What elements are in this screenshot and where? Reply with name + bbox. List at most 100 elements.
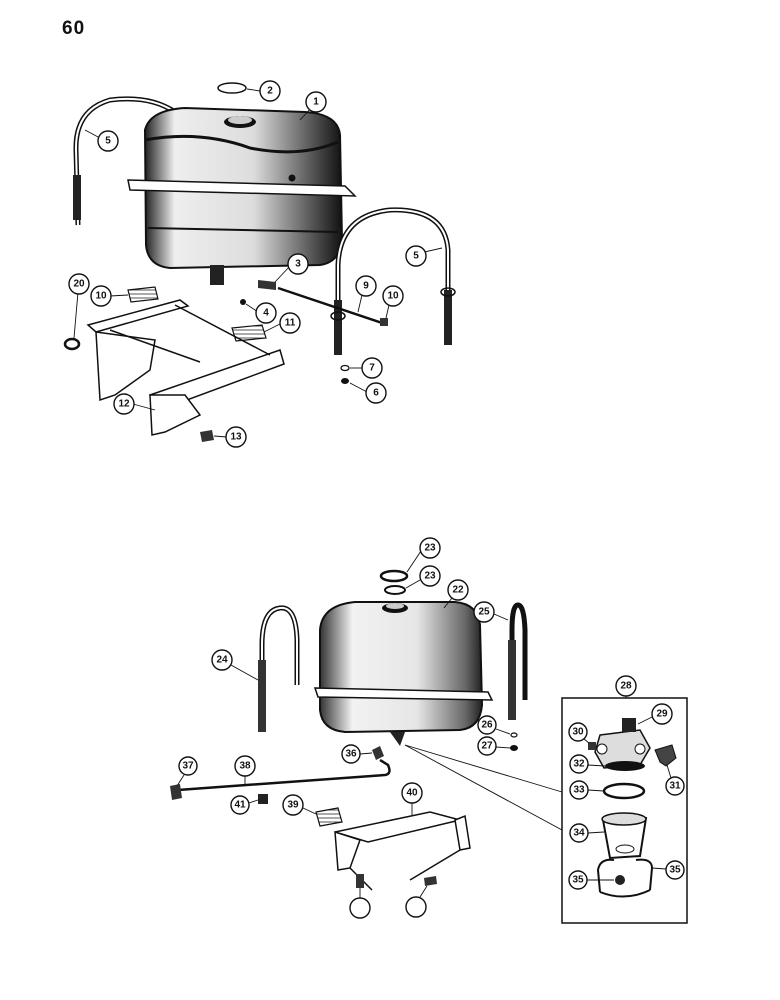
callout-20: 22 bbox=[447, 579, 469, 601]
svg-text:28: 28 bbox=[620, 681, 632, 692]
callout-37: 39 bbox=[282, 794, 304, 816]
callout-26: 28 bbox=[615, 675, 637, 697]
bolt-40 bbox=[356, 874, 364, 888]
svg-text:41: 41 bbox=[234, 800, 246, 811]
gasket-30 bbox=[605, 761, 645, 771]
svg-text:2: 2 bbox=[267, 86, 273, 97]
nut-33 bbox=[615, 875, 625, 885]
sediment-bowl-32 bbox=[601, 812, 648, 860]
pad-37 bbox=[315, 807, 343, 827]
page-number: 60 bbox=[62, 18, 86, 39]
elbow-fitting-35-lower bbox=[170, 784, 182, 800]
callout-41: 41 bbox=[230, 795, 250, 815]
washer-24 bbox=[510, 732, 518, 738]
callout-35-upper: 36 bbox=[341, 744, 361, 764]
callout-10-top: 10 bbox=[90, 285, 112, 307]
callout-4: 4 bbox=[255, 302, 277, 324]
callout-28: 30 bbox=[568, 722, 588, 742]
svg-text:12: 12 bbox=[118, 399, 130, 410]
support-frame-38 bbox=[334, 811, 471, 891]
fuel-cap-2 bbox=[217, 82, 247, 94]
callout-35-lower: 37 bbox=[178, 756, 198, 776]
callout-6: 6 bbox=[365, 382, 387, 404]
svg-text:24: 24 bbox=[216, 655, 228, 666]
svg-text:22: 22 bbox=[452, 585, 464, 596]
fuel-line-36 bbox=[177, 758, 391, 792]
svg-text:26: 26 bbox=[481, 720, 493, 731]
svg-text:32: 32 bbox=[573, 759, 585, 770]
svg-text:38: 38 bbox=[239, 761, 251, 772]
svg-text:23: 23 bbox=[424, 571, 436, 582]
callout-5-right: 5 bbox=[405, 245, 427, 267]
svg-text:40: 40 bbox=[406, 788, 418, 799]
callout-34: 35 bbox=[665, 860, 685, 880]
washer-7 bbox=[340, 364, 350, 372]
svg-text:35: 35 bbox=[669, 865, 681, 876]
nut-9 bbox=[380, 318, 388, 326]
svg-text:33: 33 bbox=[573, 785, 585, 796]
thumbscrew-29 bbox=[654, 744, 677, 767]
callout-9: 10 bbox=[382, 285, 404, 307]
callout-32: 34 bbox=[569, 823, 589, 843]
callout-22: 23 bbox=[419, 565, 441, 587]
fitting-3 bbox=[258, 280, 276, 290]
callout-25: 27 bbox=[477, 736, 497, 756]
gasket-31 bbox=[602, 782, 646, 800]
svg-text:5: 5 bbox=[105, 136, 111, 147]
callout-1: 1 bbox=[305, 91, 327, 113]
callout-21: 23 bbox=[419, 537, 441, 559]
svg-text:13: 13 bbox=[230, 432, 242, 443]
bolt-39 bbox=[424, 876, 437, 886]
strap-rod-8 bbox=[277, 286, 383, 325]
nut-25 bbox=[510, 745, 518, 751]
svg-text:34: 34 bbox=[573, 828, 585, 839]
lower-tank-assembly bbox=[170, 569, 688, 924]
callout-31: 33 bbox=[569, 780, 589, 800]
svg-text:36: 36 bbox=[345, 749, 357, 760]
bolt-4 bbox=[240, 299, 246, 305]
svg-text:10: 10 bbox=[387, 291, 399, 302]
tank-strap-right bbox=[330, 207, 456, 355]
svg-text:29: 29 bbox=[656, 709, 668, 720]
svg-text:4: 4 bbox=[263, 308, 269, 319]
callout-13: 20 bbox=[68, 273, 90, 295]
svg-text:1: 1 bbox=[313, 97, 319, 108]
tank-strap-23-left bbox=[258, 605, 300, 732]
callout-33: 35 bbox=[568, 870, 588, 890]
nut-41 bbox=[258, 794, 268, 804]
nut-6 bbox=[341, 378, 349, 384]
bolt-12 bbox=[200, 430, 214, 442]
callout-29: 31 bbox=[665, 776, 685, 796]
fuel-tank-1 bbox=[127, 106, 357, 285]
bail-34 bbox=[596, 858, 654, 898]
svg-text:20: 20 bbox=[73, 279, 85, 290]
svg-text:9: 9 bbox=[363, 281, 369, 292]
callout-11: 12 bbox=[113, 393, 135, 415]
svg-text:3: 3 bbox=[295, 259, 301, 270]
callout-8: 9 bbox=[355, 275, 377, 297]
gasket-22 bbox=[384, 585, 406, 595]
svg-text:10: 10 bbox=[95, 291, 107, 302]
svg-text:27: 27 bbox=[481, 741, 493, 752]
callout-2: 2 bbox=[259, 80, 281, 102]
callout-39 bbox=[405, 896, 427, 918]
support-frame-11 bbox=[86, 299, 285, 436]
callout-3: 3 bbox=[287, 253, 309, 275]
callout-5-left: 5 bbox=[97, 130, 119, 152]
svg-text:7: 7 bbox=[369, 363, 375, 374]
fuel-tank-20 bbox=[313, 601, 494, 746]
tank-strap-23-right bbox=[508, 602, 528, 720]
callout-10-bottom: 11 bbox=[279, 312, 301, 334]
callouts: 2 1 5 5 3 4 9 10 10 11 20 7 6 12 13 23 2… bbox=[68, 80, 685, 919]
svg-text:5: 5 bbox=[413, 251, 419, 262]
callout-23-left: 24 bbox=[211, 649, 233, 671]
upper-tank-assembly bbox=[63, 82, 456, 442]
pad-10-top bbox=[127, 286, 159, 303]
svg-text:37: 37 bbox=[182, 761, 194, 772]
elbow-fitting-35-upper bbox=[372, 746, 384, 760]
grommet-13 bbox=[63, 337, 81, 351]
callout-7: 7 bbox=[361, 357, 383, 379]
svg-text:31: 31 bbox=[669, 781, 681, 792]
callout-30: 32 bbox=[569, 754, 589, 774]
